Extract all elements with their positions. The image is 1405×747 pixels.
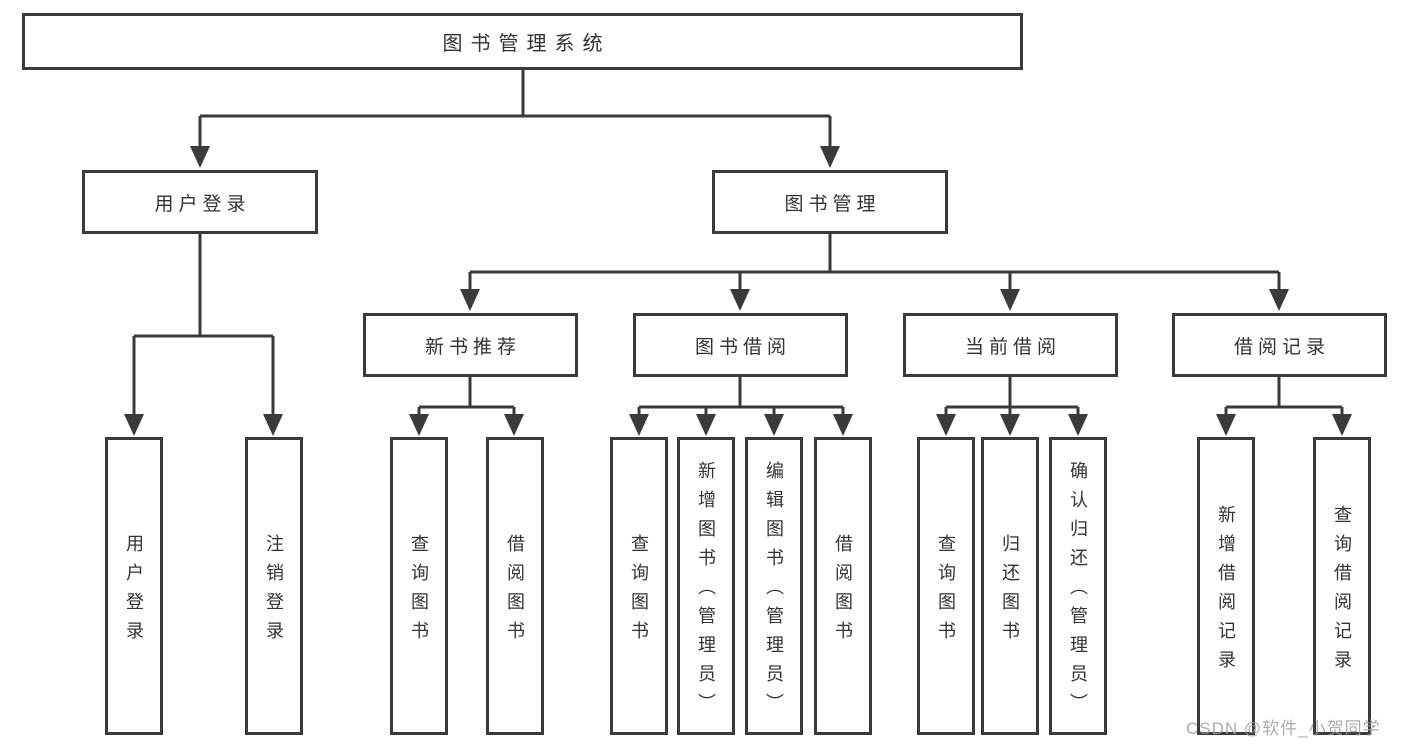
node-current-borrowing: 当前借阅 xyxy=(903,313,1118,377)
node-logout: 注销登录 xyxy=(245,437,303,735)
csdn-watermark: CSDN @软件_小贺同学 xyxy=(1186,719,1381,738)
node-add-borrow-record: 新增借阅记录 xyxy=(1197,437,1255,735)
node-add-book-admin: 新增图书（管理员） xyxy=(677,437,735,735)
node-new-book-recommendation: 新书推荐 xyxy=(363,313,578,377)
node-library-management-system: 图书管理系统 xyxy=(22,13,1023,70)
node-borrow-books-leaf: 借阅图书 xyxy=(814,437,872,735)
node-book-management: 图书管理 xyxy=(712,170,948,234)
node-query-books-recommend: 查询图书 xyxy=(390,437,448,735)
node-confirm-return-admin: 确认归还（管理员） xyxy=(1049,437,1107,735)
node-return-books: 归还图书 xyxy=(981,437,1039,735)
node-book-borrowing: 图书借阅 xyxy=(633,313,848,377)
node-user-login: 用户登录 xyxy=(82,170,318,234)
arrowheads xyxy=(124,146,1352,436)
node-borrow-books-recommend: 借阅图书 xyxy=(486,437,544,735)
node-user-login-leaf: 用户登录 xyxy=(105,437,163,735)
connector-lines xyxy=(132,69,1344,416)
node-query-borrow-record: 查询借阅记录 xyxy=(1313,437,1371,735)
node-query-books-current: 查询图书 xyxy=(917,437,975,735)
node-borrowing-records: 借阅记录 xyxy=(1172,313,1387,377)
node-query-books-borrowing: 查询图书 xyxy=(610,437,668,735)
node-edit-book-admin: 编辑图书（管理员） xyxy=(745,437,803,735)
